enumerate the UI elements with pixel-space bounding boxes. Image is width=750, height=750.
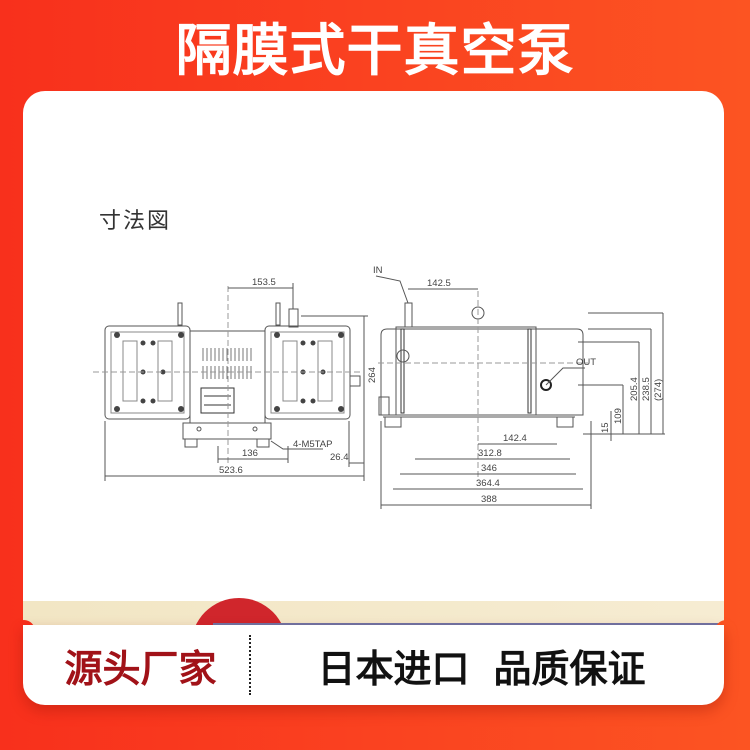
dim-front-153-5: 153.5: [252, 277, 276, 288]
dim-side-364-4: 364.4: [476, 478, 500, 489]
slogan-source-factory: 源头厂家: [64, 646, 217, 691]
dim-front-136: 136: [242, 448, 258, 459]
dim-side-312-8: 312.8: [478, 448, 502, 459]
decorative-divider-line: [213, 623, 724, 625]
slogan-japan-import: 日本进口: [317, 646, 470, 691]
dimension-drawing: 153.5 264 136 4-M5TAP 26.4 523.6 IN OUT …: [93, 265, 665, 509]
dim-front-523-6: 523.6: [219, 465, 243, 476]
decorative-banner-strip: [23, 601, 724, 625]
slogan-group: 日本进口 品质保证: [251, 638, 724, 693]
dim-front-26-4: 26.4: [330, 452, 349, 463]
slogan-quality-guarantee: 品质保证: [493, 646, 646, 691]
dotted-divider: [249, 635, 251, 695]
dim-side-274: (274): [653, 379, 664, 401]
side-view-drawing: [375, 275, 665, 509]
inlet-label: IN: [373, 265, 383, 276]
dim-side-388: 388: [481, 494, 497, 505]
front-view-drawing: [93, 283, 368, 481]
page-title: 隔膜式干真空泵: [175, 18, 575, 84]
dimension-drawing-card: 寸法図: [23, 91, 724, 691]
dim-side-142-4: 142.4: [503, 433, 527, 444]
dim-side-238-5: 238.5: [641, 377, 652, 401]
outlet-label: OUT: [576, 357, 596, 368]
dim-side-15: 15: [600, 422, 611, 433]
dim-front-264: 264: [367, 367, 378, 383]
dim-side-205-4: 205.4: [629, 377, 640, 401]
dim-side-109: 109: [613, 408, 624, 424]
dim-side-346: 346: [481, 463, 497, 474]
drawing-heading: 寸法図: [99, 209, 172, 234]
side-view-labels: IN OUT 142.5 142.4 312.8 346 364.4 388 1…: [373, 265, 664, 505]
dim-front-4-m5tap: 4-M5TAP: [293, 439, 332, 450]
slogan-bar: 源头厂家 日本进口 品质保证: [23, 625, 724, 705]
front-view-labels: 153.5 264 136 4-M5TAP 26.4 523.6: [219, 277, 378, 476]
dim-side-142-5: 142.5: [427, 278, 451, 289]
